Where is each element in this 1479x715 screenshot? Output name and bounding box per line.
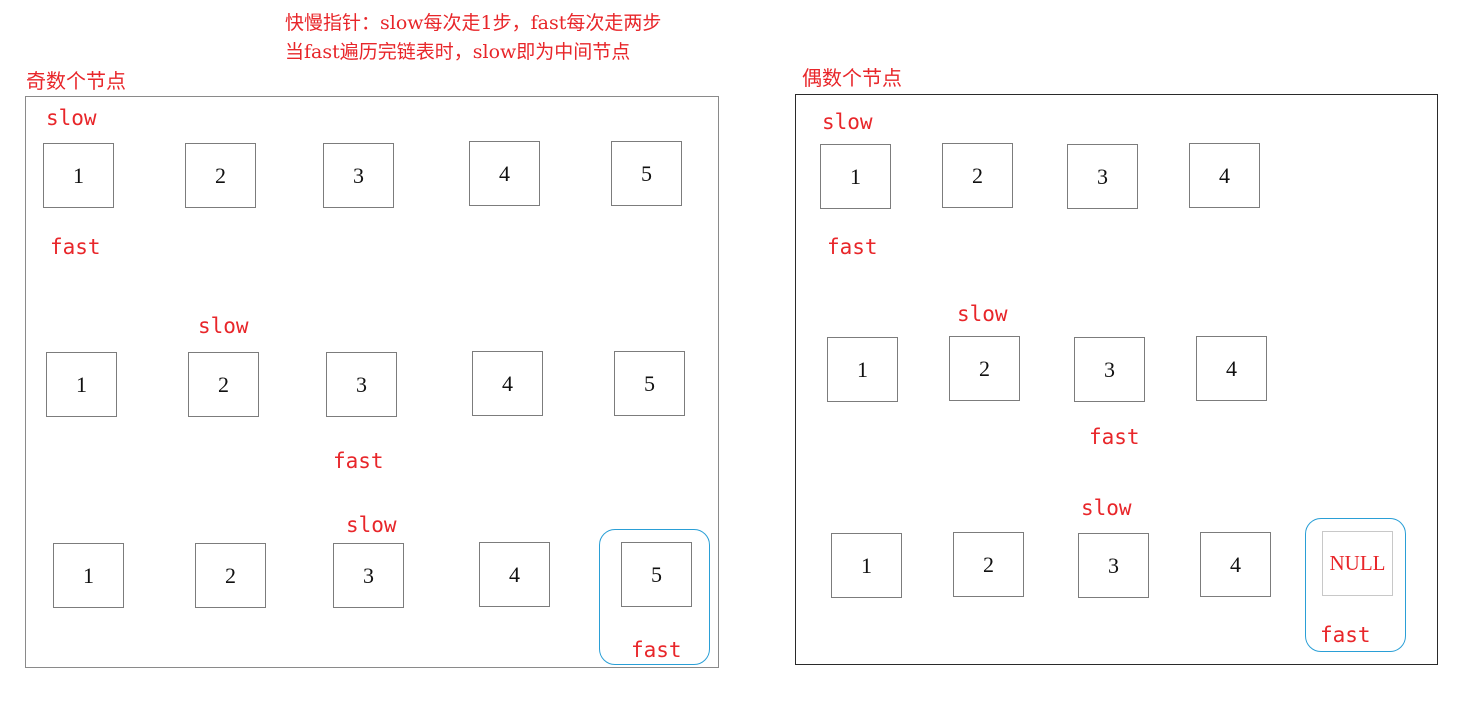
odd-fast-end-highlight bbox=[599, 529, 710, 665]
header-line-1: 快慢指针：slow每次走1步，fast每次走两步 bbox=[285, 12, 662, 34]
odd-row1-node-5: 5 bbox=[611, 141, 682, 206]
odd-row1-node-3: 3 bbox=[323, 143, 394, 208]
even-row3-fast-label: fast bbox=[1320, 623, 1371, 647]
odd-row1-node-4: 4 bbox=[469, 141, 540, 206]
odd-panel-frame bbox=[25, 96, 719, 668]
even-row1-node-2: 2 bbox=[942, 143, 1013, 208]
even-row3-node-2: 2 bbox=[953, 532, 1024, 597]
odd-row2-fast-label: fast bbox=[333, 449, 384, 473]
even-fast-end-highlight bbox=[1305, 518, 1406, 652]
odd-row3-node-1: 1 bbox=[53, 543, 124, 608]
even-row2-node-1: 1 bbox=[827, 337, 898, 402]
even-row1-node-3: 3 bbox=[1067, 144, 1138, 209]
even-row2-slow-label: slow bbox=[957, 302, 1008, 326]
odd-row3-fast-label: fast bbox=[631, 638, 682, 662]
header-line-2: 当fast遍历完链表时，slow即为中间节点 bbox=[285, 41, 631, 63]
even-row1-node-4: 4 bbox=[1189, 143, 1260, 208]
odd-row1-node-2: 2 bbox=[185, 143, 256, 208]
odd-row1-node-1: 1 bbox=[43, 143, 114, 208]
odd-row2-node-4: 4 bbox=[472, 351, 543, 416]
even-row3-node-3: 3 bbox=[1078, 533, 1149, 598]
odd-row3-node-4: 4 bbox=[479, 542, 550, 607]
odd-row2-node-1: 1 bbox=[46, 352, 117, 417]
even-row3-node-1: 1 bbox=[831, 533, 902, 598]
odd-row3-node-5: 5 bbox=[621, 542, 692, 607]
odd-row2-slow-label: slow bbox=[198, 314, 249, 338]
even-row2-fast-label: fast bbox=[1089, 425, 1140, 449]
even-panel-title: 偶数个节点 bbox=[802, 66, 902, 90]
odd-row1-fast-label: fast bbox=[50, 235, 101, 259]
even-row1-fast-label: fast bbox=[827, 235, 878, 259]
even-row2-node-4: 4 bbox=[1196, 336, 1267, 401]
even-row3-slow-label: slow bbox=[1081, 496, 1132, 520]
odd-row2-node-5: 5 bbox=[614, 351, 685, 416]
odd-row3-slow-label: slow bbox=[346, 513, 397, 537]
odd-row3-node-2: 2 bbox=[195, 543, 266, 608]
odd-row3-node-3: 3 bbox=[333, 543, 404, 608]
even-row2-node-3: 3 bbox=[1074, 337, 1145, 402]
odd-row1-slow-label: slow bbox=[46, 106, 97, 130]
odd-row2-node-2: 2 bbox=[188, 352, 259, 417]
even-panel-frame bbox=[795, 94, 1438, 665]
odd-panel-title: 奇数个节点 bbox=[26, 69, 126, 93]
even-row3-null-node: NULL bbox=[1322, 531, 1393, 596]
odd-row2-node-3: 3 bbox=[326, 352, 397, 417]
even-row2-node-2: 2 bbox=[949, 336, 1020, 401]
even-row3-node-4: 4 bbox=[1200, 532, 1271, 597]
even-row1-node-1: 1 bbox=[820, 144, 891, 209]
even-row1-slow-label: slow bbox=[822, 110, 873, 134]
